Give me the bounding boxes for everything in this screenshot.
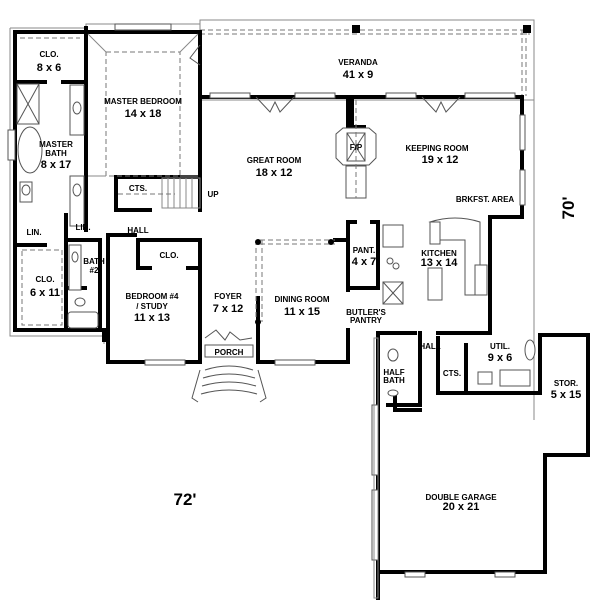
label-half-bath-line2: BATH bbox=[383, 376, 405, 385]
label-kitchen-dims: 13 x 14 bbox=[421, 257, 459, 269]
overall-width-label: 72' bbox=[174, 490, 197, 509]
front-porch[interactable] bbox=[144, 329, 316, 403]
label-kitchen-name: KITCHEN bbox=[421, 249, 457, 258]
label-master-bath-line1: MASTER bbox=[39, 140, 73, 149]
label-veranda-name: VERANDA bbox=[338, 58, 378, 67]
label-bath2-line2: #2 bbox=[90, 266, 99, 275]
label-butlers-pantry-line2: PANTRY bbox=[350, 316, 383, 325]
label-closet-master-name: CLO. bbox=[39, 50, 58, 59]
label-utility-name: UTIL. bbox=[490, 342, 510, 351]
bath2-fixtures bbox=[21, 244, 99, 329]
label-garage-name: DOUBLE GARAGE bbox=[425, 493, 497, 502]
label-storage-name: STOR. bbox=[554, 379, 578, 388]
label-cts-stair: CTS. bbox=[129, 184, 147, 193]
label-master-bath-line2: BATH bbox=[45, 149, 67, 158]
veranda-area bbox=[199, 19, 535, 101]
range-icon bbox=[382, 224, 404, 248]
washer-icon bbox=[477, 371, 493, 385]
front-door-icon[interactable] bbox=[204, 329, 253, 341]
label-closet-master-dims: 8 x 6 bbox=[37, 62, 61, 74]
label-breakfast-area: BRKFST. AREA bbox=[456, 195, 515, 204]
kitchen-island bbox=[427, 267, 443, 301]
master-bath-fixtures bbox=[16, 37, 85, 227]
label-closet-west-dims: 6 x 11 bbox=[30, 287, 60, 299]
label-keeping-room-name: KEEPING ROOM bbox=[405, 144, 468, 153]
label-great-room-name: GREAT ROOM bbox=[247, 156, 302, 165]
column-icon bbox=[352, 25, 360, 33]
label-dining-room-name: DINING ROOM bbox=[274, 295, 329, 304]
label-foyer-name: FOYER bbox=[214, 292, 242, 301]
kitchen-fixtures bbox=[382, 217, 488, 305]
fireplace bbox=[335, 98, 377, 199]
label-bedroom4-line2: / STUDY bbox=[136, 302, 168, 311]
label-linen-1: LIN. bbox=[26, 228, 41, 237]
label-master-bedroom-name: MASTER BEDROOM bbox=[104, 97, 182, 106]
label-pantry-dims: 4 x 7 bbox=[352, 256, 376, 268]
staircase[interactable] bbox=[118, 177, 201, 209]
label-foyer-dims: 7 x 12 bbox=[213, 303, 244, 315]
label-pantry-name: PANT. bbox=[353, 246, 376, 255]
label-fireplace: F/P bbox=[350, 143, 363, 152]
label-hall-east: HALL bbox=[419, 342, 440, 351]
utility-fixtures bbox=[387, 339, 536, 397]
label-storage-dims: 5 x 15 bbox=[551, 389, 582, 401]
label-closet-bedroom4: CLO. bbox=[159, 251, 178, 260]
overall-depth-label: 70' bbox=[559, 197, 578, 220]
label-garage-dims: 20 x 21 bbox=[443, 501, 480, 513]
label-dining-room-dims: 11 x 15 bbox=[284, 306, 320, 318]
dryer-icon bbox=[499, 369, 531, 387]
label-porch: PORCH bbox=[215, 348, 244, 357]
veranda-windows bbox=[7, 23, 526, 206]
dining-columns bbox=[255, 239, 335, 325]
label-bedroom4-line1: BEDROOM #4 bbox=[126, 292, 179, 301]
label-bath2-line1: BATH bbox=[83, 257, 105, 266]
tray-ceiling bbox=[87, 33, 201, 177]
label-veranda-dims: 41 x 9 bbox=[343, 69, 374, 81]
room-labels: CLO. 8 x 6 MASTER BEDROOM 14 x 18 MASTER… bbox=[26, 50, 581, 513]
label-hall-west: HALL bbox=[127, 226, 148, 235]
label-closet-west-name: CLO. bbox=[35, 275, 54, 284]
door-swing-icon[interactable] bbox=[189, 44, 201, 66]
label-master-bath-dims: 8 x 17 bbox=[41, 159, 72, 171]
label-stair-up: UP bbox=[207, 190, 219, 199]
french-door-icon[interactable] bbox=[421, 96, 461, 113]
label-master-bedroom-dims: 14 x 18 bbox=[125, 108, 162, 120]
label-half-bath-line1: HALF bbox=[383, 368, 404, 377]
label-utility-dims: 9 x 6 bbox=[488, 352, 512, 364]
label-linen-2: LIN. bbox=[75, 223, 90, 232]
label-bedroom4-dims: 11 x 13 bbox=[134, 312, 170, 324]
label-keeping-room-dims: 19 x 12 bbox=[422, 154, 459, 166]
french-door-icon[interactable] bbox=[255, 96, 295, 113]
label-great-room-dims: 18 x 12 bbox=[256, 167, 293, 179]
garage-windows bbox=[371, 337, 516, 599]
label-cts-util: CTS. bbox=[443, 369, 461, 378]
label-butlers-pantry-line1: BUTLER'S bbox=[346, 308, 386, 317]
column-icon bbox=[523, 25, 531, 33]
